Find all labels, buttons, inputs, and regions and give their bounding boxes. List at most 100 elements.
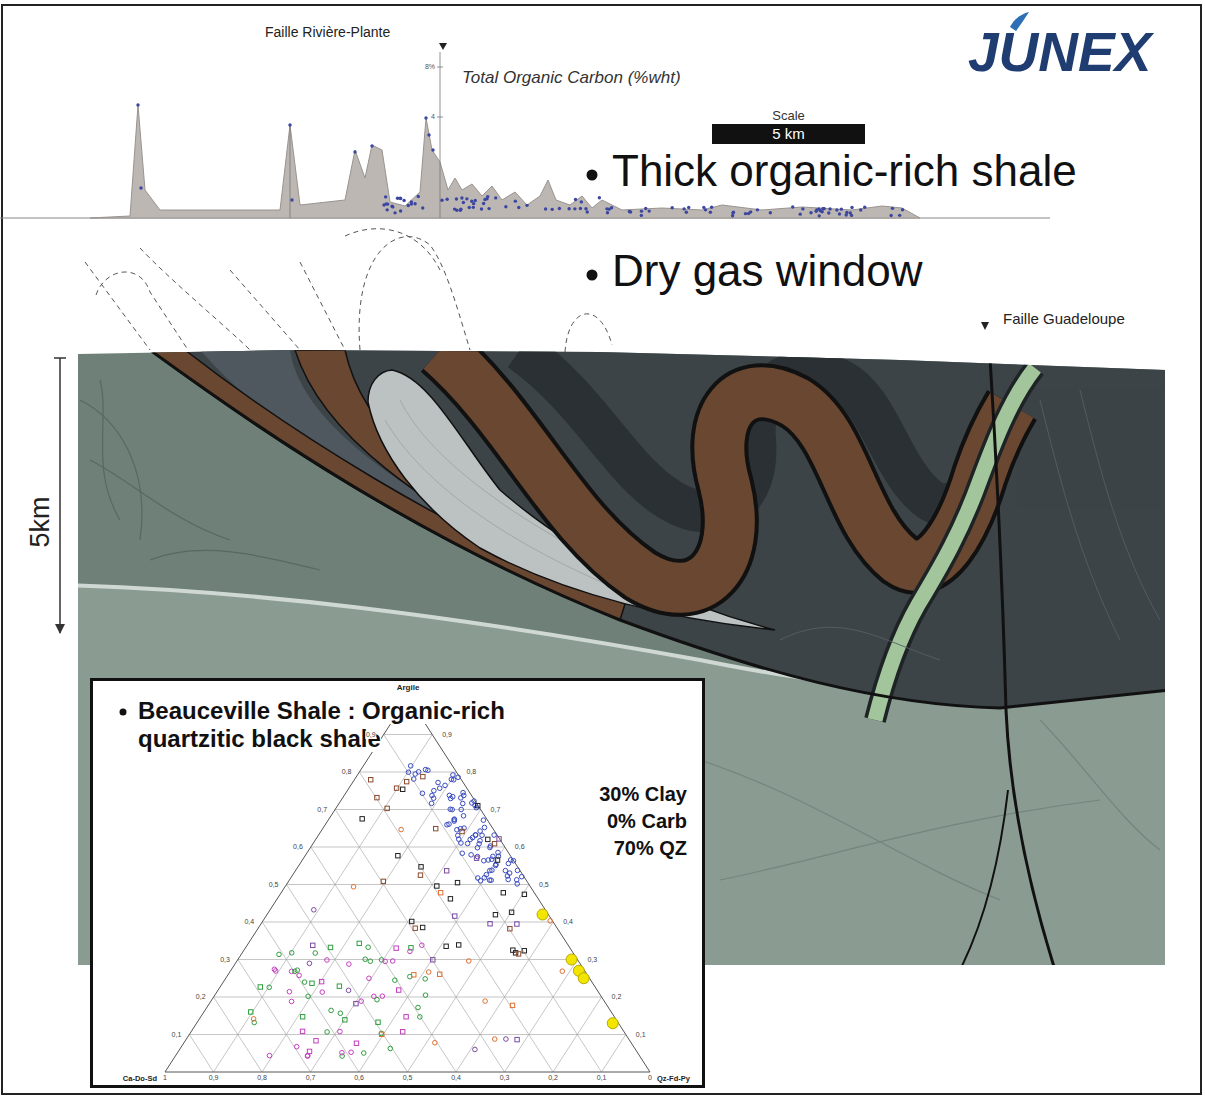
company-logo: JUNEX bbox=[968, 20, 1151, 84]
sample-dot bbox=[288, 123, 291, 126]
sample-circle bbox=[423, 993, 428, 998]
sample-dot bbox=[290, 198, 293, 201]
sample-dot bbox=[822, 207, 825, 210]
sample-circle bbox=[473, 833, 478, 838]
scale-label: Scale bbox=[772, 108, 805, 123]
sample-dot bbox=[413, 202, 416, 205]
bullet-dot bbox=[587, 270, 598, 281]
sample-circle bbox=[432, 788, 437, 793]
sample-dot bbox=[889, 214, 892, 217]
highlight-sample bbox=[537, 909, 548, 920]
sample-circle bbox=[473, 833, 478, 838]
path-shape bbox=[440, 350, 1012, 588]
sample-circle bbox=[272, 967, 277, 972]
sample-circle bbox=[294, 1044, 299, 1049]
path-shape bbox=[875, 368, 1035, 720]
highlight-sample bbox=[578, 973, 589, 984]
tick-label: 0,2 bbox=[195, 993, 207, 1001]
grid-line bbox=[214, 997, 262, 1072]
sample-circle bbox=[305, 1053, 310, 1058]
sample-dot bbox=[845, 211, 848, 214]
sample-square bbox=[421, 774, 425, 778]
sample-dot bbox=[818, 214, 821, 217]
sample-circle bbox=[363, 957, 368, 962]
sample-circle bbox=[367, 976, 372, 981]
label-anchor: 0,7 bbox=[316, 805, 328, 813]
ternary-corner: Ca-Do-Sd bbox=[123, 1074, 157, 1083]
sample-dot bbox=[386, 202, 389, 205]
label-anchor: 0,1 bbox=[596, 1074, 608, 1082]
tick-label: 0,6 bbox=[292, 843, 304, 851]
sample-circle bbox=[460, 801, 465, 806]
sample-dot bbox=[424, 116, 427, 119]
sample-circle bbox=[368, 959, 373, 964]
sample-square bbox=[488, 922, 492, 926]
sample-dot bbox=[402, 199, 405, 202]
scale-length: 5 km bbox=[772, 125, 805, 142]
fault-marker bbox=[981, 322, 989, 330]
label-anchor: 4 bbox=[431, 113, 435, 120]
path-shape bbox=[565, 314, 612, 352]
tick-label: 0,4 bbox=[450, 1074, 462, 1082]
sample-dot bbox=[384, 195, 387, 198]
sample-circle bbox=[305, 1054, 310, 1059]
sample-dot bbox=[710, 206, 713, 209]
grid-line bbox=[287, 885, 408, 1073]
label-anchor: 0,5 bbox=[268, 880, 280, 888]
sample-dot bbox=[385, 208, 388, 211]
tick-label: 0,9 bbox=[365, 730, 377, 738]
tick-label: 0,8 bbox=[465, 768, 477, 776]
sample-square bbox=[515, 1037, 519, 1041]
text-holder: 5 km bbox=[712, 124, 865, 144]
sample-dot bbox=[580, 200, 583, 203]
sample-dot bbox=[823, 207, 826, 210]
sample-circle bbox=[380, 994, 385, 999]
sample-circle bbox=[361, 1051, 366, 1056]
line-shape bbox=[437, 67, 443, 68]
sample-dot bbox=[465, 197, 468, 200]
sample-circle bbox=[289, 999, 294, 1004]
sample-dot bbox=[487, 207, 490, 210]
sample-circle bbox=[482, 825, 487, 830]
grid-line bbox=[384, 734, 433, 735]
sample-dot bbox=[709, 211, 712, 214]
sample-circle bbox=[492, 833, 497, 838]
sample-dot bbox=[850, 206, 853, 209]
label-anchor: 5km bbox=[25, 496, 56, 547]
sample-circle bbox=[307, 961, 312, 966]
sample-dot bbox=[685, 211, 688, 214]
sample-circle bbox=[416, 1005, 421, 1010]
grid-line bbox=[189, 1035, 213, 1073]
sample-circle bbox=[459, 807, 464, 812]
sample-dot bbox=[598, 196, 601, 199]
sample-dot bbox=[644, 207, 647, 210]
sample-circle bbox=[506, 861, 511, 866]
path-shape bbox=[150, 350, 1170, 708]
sample-square bbox=[401, 1030, 405, 1034]
ternary-corner: Qz-Fd-Py bbox=[657, 1074, 690, 1083]
sample-dot bbox=[396, 197, 399, 200]
sample-circle bbox=[503, 868, 508, 873]
sample-square bbox=[396, 854, 400, 858]
path-shape bbox=[1040, 720, 1160, 850]
sample-circle bbox=[306, 994, 311, 999]
sample-circle bbox=[548, 919, 553, 924]
sample-circle bbox=[505, 874, 510, 879]
label-anchor: 0,3 bbox=[499, 1074, 511, 1082]
sample-square bbox=[455, 880, 459, 884]
sample-square bbox=[376, 1020, 380, 1024]
sample-square bbox=[497, 837, 501, 841]
sample-square bbox=[385, 806, 389, 810]
sample-square bbox=[510, 1003, 514, 1007]
sample-circle bbox=[349, 1050, 354, 1055]
sample-dot bbox=[399, 197, 402, 200]
sample-square bbox=[396, 988, 400, 992]
sample-square bbox=[438, 972, 442, 976]
sample-circle bbox=[426, 768, 431, 773]
sample-square bbox=[354, 1001, 358, 1005]
sample-circle bbox=[426, 970, 431, 975]
sample-dot bbox=[573, 207, 576, 210]
label-anchor: 0,8 bbox=[465, 768, 477, 776]
label-anchor: 0,2 bbox=[611, 993, 623, 1001]
tick-label: 0,5 bbox=[538, 880, 550, 888]
